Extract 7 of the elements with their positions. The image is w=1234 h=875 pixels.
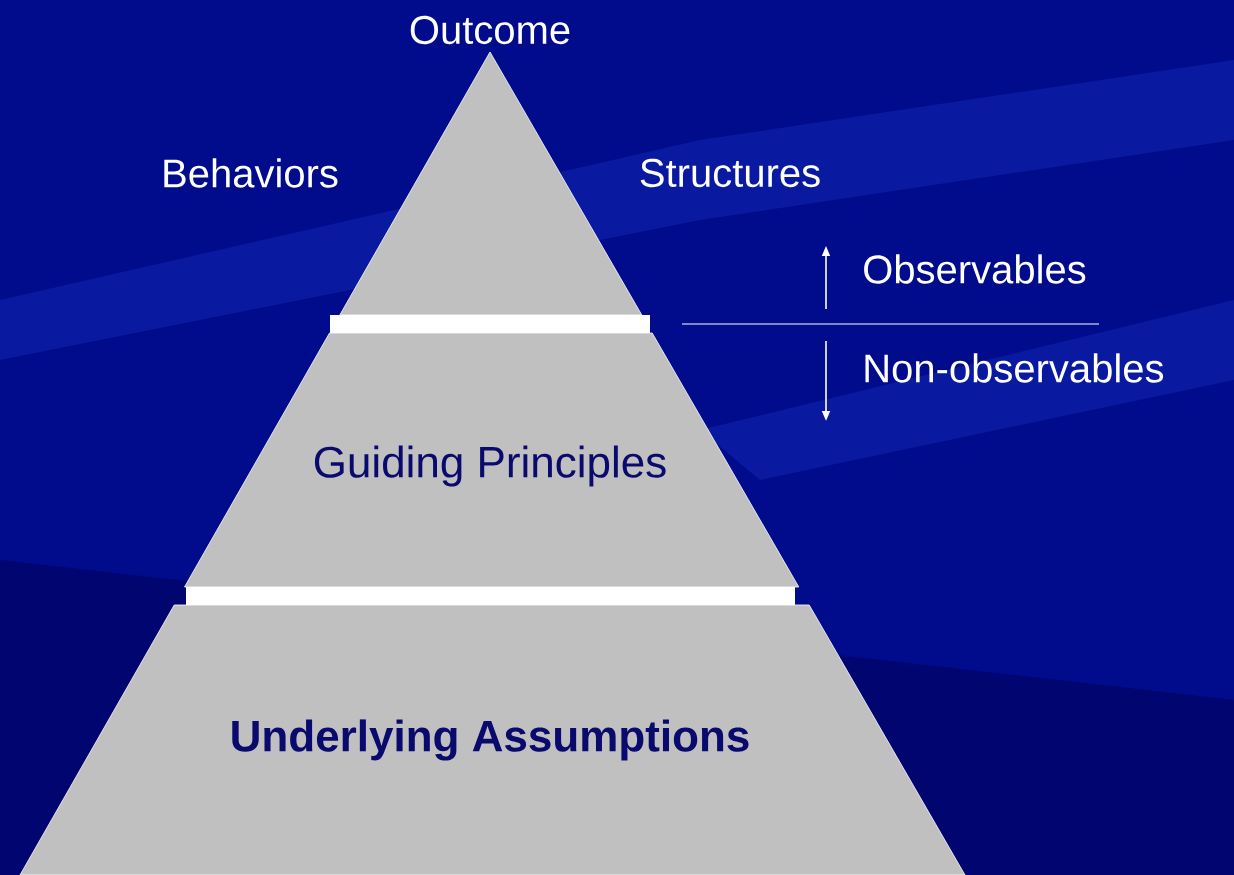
- side-label: Structures: [640, 158, 820, 188]
- pyramid-layer: Guiding Principles: [184, 332, 800, 605]
- side-label: Behaviors: [164, 158, 338, 188]
- pyramid-layer: Underlying Assumptions: [19, 604, 966, 875]
- label: Observables: [864, 254, 1086, 284]
- node-label: Outcome: [410, 15, 570, 45]
- label: Non-observables: [865, 353, 1164, 383]
